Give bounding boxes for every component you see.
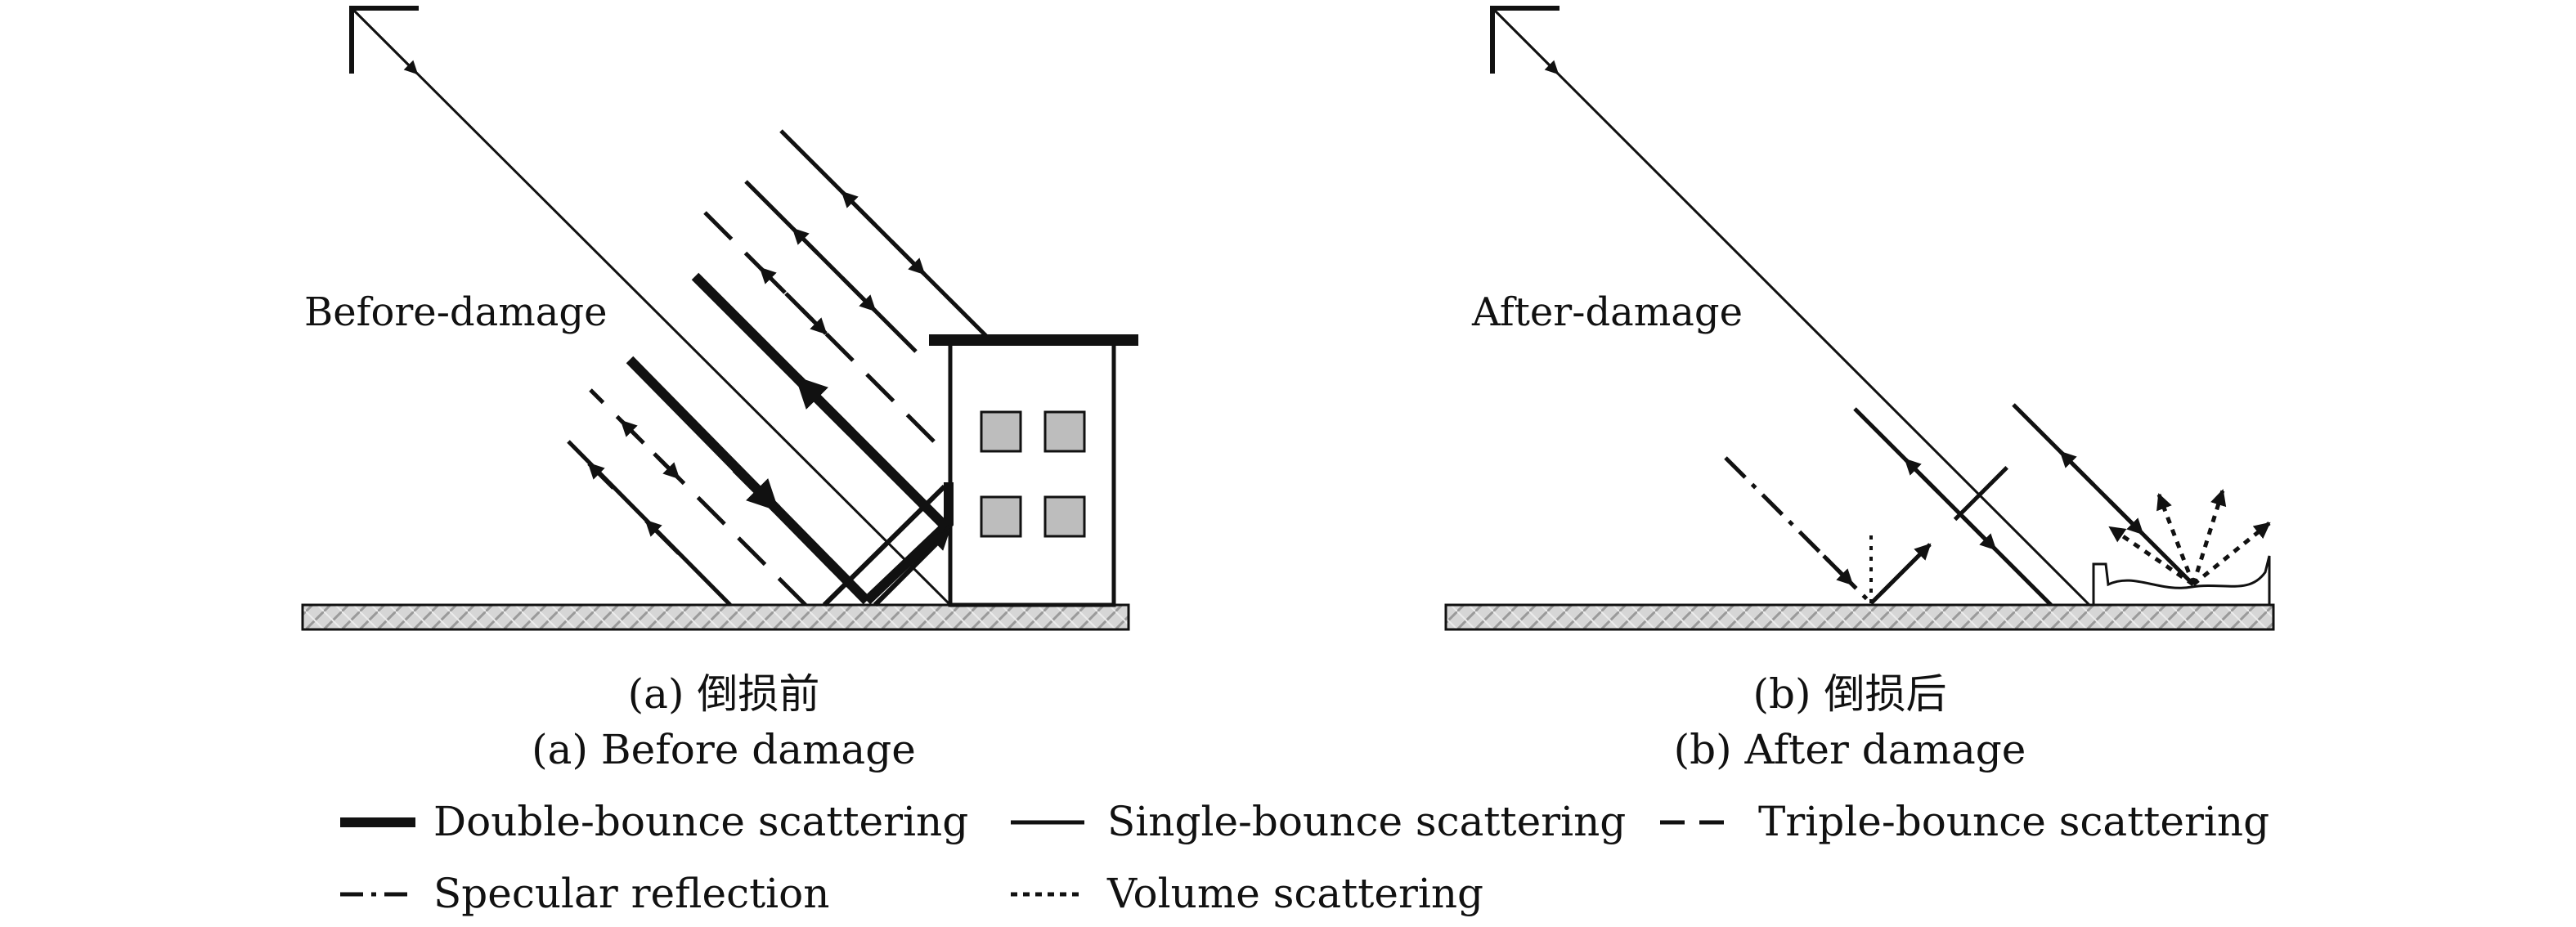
triple-bounce-ray	[589, 388, 807, 607]
volume-scattering-fan	[2108, 489, 2271, 587]
ground-after	[1444, 603, 2275, 631]
backscatter-direction-arrow	[349, 6, 952, 607]
panel-label-before: Before-damage	[304, 289, 608, 335]
specular-reflection-ray	[1724, 456, 1873, 605]
caption-cn-before: (a) 倒损前	[628, 670, 820, 718]
triple-bounce-ray	[1869, 465, 2009, 605]
building	[929, 334, 1138, 607]
window	[980, 410, 1022, 453]
single-bounce-ray	[2012, 403, 2195, 586]
triple-bounce-ray	[703, 211, 942, 450]
legend-item-double: Double-bounce scattering	[340, 798, 968, 845]
window	[980, 495, 1022, 538]
single-bounce-ray	[567, 440, 732, 607]
debris-surface	[2092, 555, 2271, 607]
single-bounce-ray	[744, 180, 918, 353]
double-bounce-ray	[691, 272, 950, 531]
caption-en-before: (a) Before damage	[532, 726, 916, 773]
legend-item-single: Single-bounce scattering	[1011, 798, 1626, 845]
caption-en-after: (b) After damage	[1674, 726, 2026, 773]
window	[1043, 495, 1086, 538]
legend-label-triple: Triple-bounce scattering	[1758, 798, 2269, 845]
legend-label-specular: Specular reflection	[433, 870, 829, 917]
legend-label-volume: Volume scattering	[1106, 870, 1483, 917]
legend-item-specular: Specular reflection	[340, 870, 829, 917]
single-bounce-ray	[779, 129, 991, 341]
legend-label-double: Double-bounce scattering	[433, 798, 968, 845]
legend-item-volume: Volume scattering	[1011, 870, 1483, 917]
panel-before: Before-damage (a) 倒损前 (a) Before damage	[301, 6, 1138, 773]
window	[1043, 410, 1086, 453]
caption-cn-after: (b) 倒损后	[1753, 670, 1947, 718]
legend-label-single: Single-bounce scattering	[1107, 798, 1626, 845]
panel-label-after: After-damage	[1471, 289, 1743, 335]
single-bounce-ray	[1853, 407, 2053, 607]
legend: Double-bounce scattering Single-bounce s…	[340, 798, 2269, 917]
panel-after: After-damage (b) 倒损后 (b) After damage	[1444, 6, 2275, 773]
ground-before	[301, 603, 1130, 631]
legend-item-triple: Triple-bounce scattering	[1660, 798, 2269, 845]
backscatter-direction-arrow	[1490, 6, 2091, 607]
